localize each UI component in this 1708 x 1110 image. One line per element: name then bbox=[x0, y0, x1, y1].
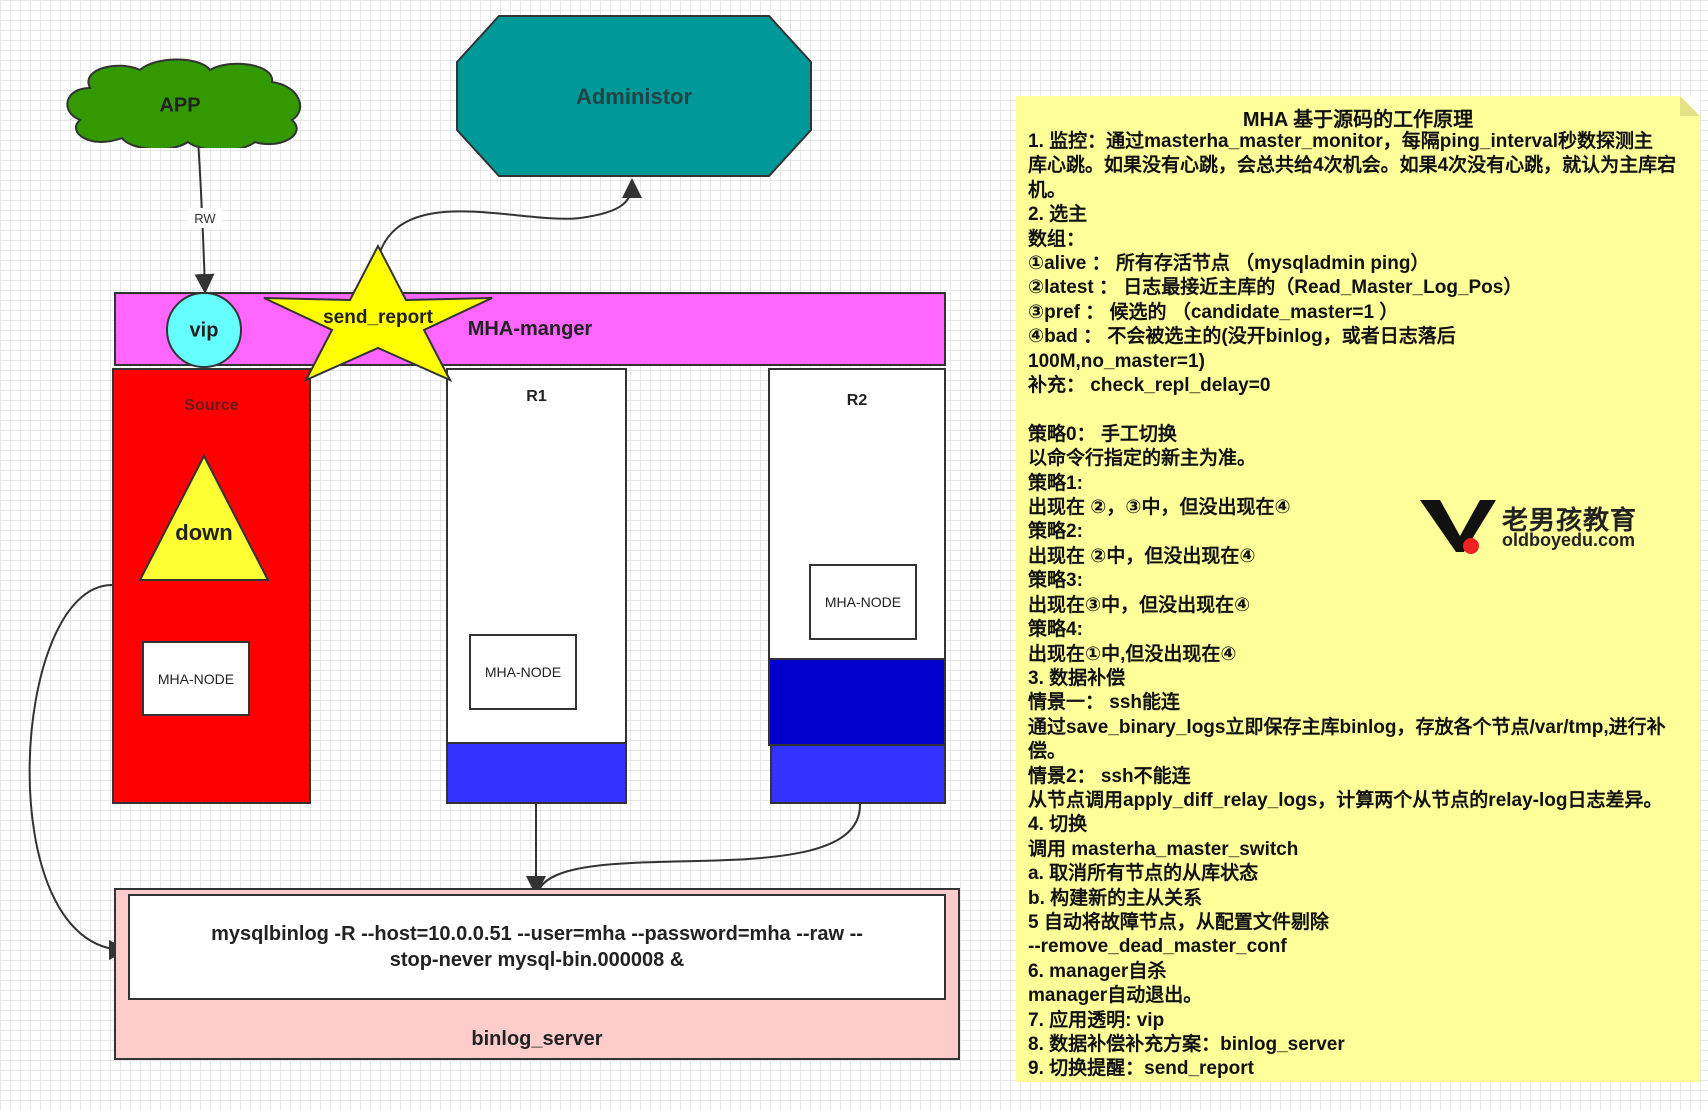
source-label: Source bbox=[184, 397, 239, 414]
notes-line: 库心跳。如果没有心跳，会总共给4次机会。如果4次没有心跳，就认为主库宕 bbox=[1028, 155, 1677, 177]
notes-line: 出现在 ②，③中，但没出现在④ bbox=[1028, 497, 1291, 519]
notes-line: --remove_dead_master_conf bbox=[1028, 936, 1287, 958]
notes-line: 偿。 bbox=[1028, 741, 1067, 763]
notes-line: ①alive ： 所有存活节点 （mysqladmin ping） bbox=[1028, 253, 1430, 275]
notes-line: 3. 数据补偿 bbox=[1028, 667, 1126, 689]
administor-label: Administor bbox=[576, 84, 693, 109]
notes-line: 策略0： 手工切换 bbox=[1028, 423, 1177, 445]
arrow-source-to-binlog bbox=[28, 584, 129, 960]
notes-title: MHA 基于源码的工作原理 bbox=[1242, 108, 1474, 131]
notes-line: 5 自动将故障节点，从配置文件剔除 bbox=[1028, 911, 1329, 933]
source-server bbox=[112, 368, 311, 804]
notes-panel bbox=[1016, 96, 1700, 1082]
send-report-label: send_report bbox=[323, 307, 433, 328]
notes-line: 2. 选主 bbox=[1028, 204, 1088, 226]
rw-edge-label: RW bbox=[188, 208, 222, 228]
notes-body: 1. 监控：通过masterha_master_monitor，每隔ping_i… bbox=[1028, 130, 1688, 1082]
logo-text-en: oldboyedu.com bbox=[1502, 530, 1636, 550]
oldboy-logo-mark bbox=[1420, 500, 1496, 554]
notes-line: 策略4: bbox=[1028, 619, 1083, 641]
notes-line: 策略3: bbox=[1028, 570, 1083, 592]
command-line-2: stop-never mysql-bin.000008 & bbox=[389, 949, 685, 971]
notes-line: 以命令行指定的新主为准。 bbox=[1028, 448, 1257, 470]
notes-line: ③pref ： 候选的 （candidate_master=1 ） bbox=[1028, 301, 1399, 323]
notes-line: 策略1: bbox=[1028, 472, 1083, 494]
r2-mha-node: MHA-NODE bbox=[809, 564, 917, 640]
notes-line: 9. 切换提醒：send_report bbox=[1028, 1058, 1254, 1080]
notes-line: manager自动退出。 bbox=[1028, 985, 1203, 1007]
notes-line: 8. 数据补偿补充方案：binlog_server bbox=[1028, 1034, 1345, 1056]
notes-line: 从节点调用apply_diff_relay_logs，计算两个从节点的relay… bbox=[1028, 789, 1663, 811]
mha-manager-label: MHA-manger bbox=[467, 317, 593, 340]
notes-line: 情景一： ssh能连 bbox=[1028, 692, 1181, 714]
mha-manager-bar bbox=[114, 292, 946, 366]
notes-line: a. 取消所有节点的从库状态 bbox=[1028, 863, 1259, 885]
send-report-star: send_report bbox=[263, 244, 493, 382]
source-mha-node: MHA-NODE bbox=[142, 641, 250, 716]
command-line-1: mysqlbinlog -R --host=10.0.0.51 --user=m… bbox=[211, 923, 863, 945]
notes-line: 出现在 ②中，但没出现在④ bbox=[1028, 545, 1256, 567]
notes-line: 出现在③中，但没出现在④ bbox=[1028, 594, 1251, 616]
r2-relay-block bbox=[768, 658, 946, 746]
down-triangle: down bbox=[138, 454, 270, 581]
notes-line: 策略2: bbox=[1028, 521, 1083, 543]
r2-log-block bbox=[770, 744, 946, 804]
vip-circle: vip bbox=[166, 292, 242, 368]
notes-line: 100M,no_master=1) bbox=[1028, 350, 1205, 372]
app-label: APP bbox=[159, 94, 200, 116]
app-cloud: APP bbox=[66, 58, 302, 148]
notes-line bbox=[1028, 398, 1688, 422]
notes-line: 4. 切换 bbox=[1028, 814, 1088, 836]
notes-line: 出现在①中,但没出现在④ bbox=[1028, 643, 1237, 665]
r1-label: R1 bbox=[526, 388, 547, 405]
notes-line: b. 构建新的主从关系 bbox=[1028, 887, 1203, 909]
vip-label: vip bbox=[190, 319, 219, 341]
r2-label: R2 bbox=[846, 392, 868, 409]
notes-line: 1. 监控：通过masterha_master_monitor，每隔ping_i… bbox=[1028, 131, 1654, 152]
notes-line: 情景2： ssh不能连 bbox=[1028, 765, 1191, 787]
administor-octagon: Administor bbox=[456, 15, 812, 177]
notes-line: 7. 应用透明: vip bbox=[1028, 1009, 1165, 1031]
notes-line: ②latest ： 日志最接近主库的（Read_Master_Log_Pos） bbox=[1028, 277, 1523, 299]
r1-mha-node: MHA-NODE bbox=[469, 634, 577, 710]
arrow-r2-to-binlog bbox=[537, 803, 862, 893]
notes-line: 6. manager自杀 bbox=[1028, 960, 1167, 982]
notes-line: 调用 masterha_master_switch bbox=[1028, 838, 1299, 860]
notes-line: 机。 bbox=[1028, 179, 1067, 201]
binlog-server-label: binlog_server bbox=[471, 1027, 603, 1050]
notes-line: 通过save_binary_logs立即保存主库binlog，存放各个节点/va… bbox=[1028, 716, 1666, 738]
down-label: down bbox=[175, 520, 232, 545]
notes-line: 补充： check_repl_delay=0 bbox=[1028, 375, 1271, 397]
r1-log-block bbox=[446, 742, 627, 804]
logo-text-cn: 老男孩教育 bbox=[1502, 505, 1638, 535]
notes-line: 数组： bbox=[1028, 228, 1086, 250]
notes-line: ④bad ： 不会被选主的(没开binlog，或者日志落后 bbox=[1028, 326, 1456, 348]
mysqlbinlog-command-box: mysqlbinlog -R --host=10.0.0.51 --user=m… bbox=[128, 894, 946, 1000]
